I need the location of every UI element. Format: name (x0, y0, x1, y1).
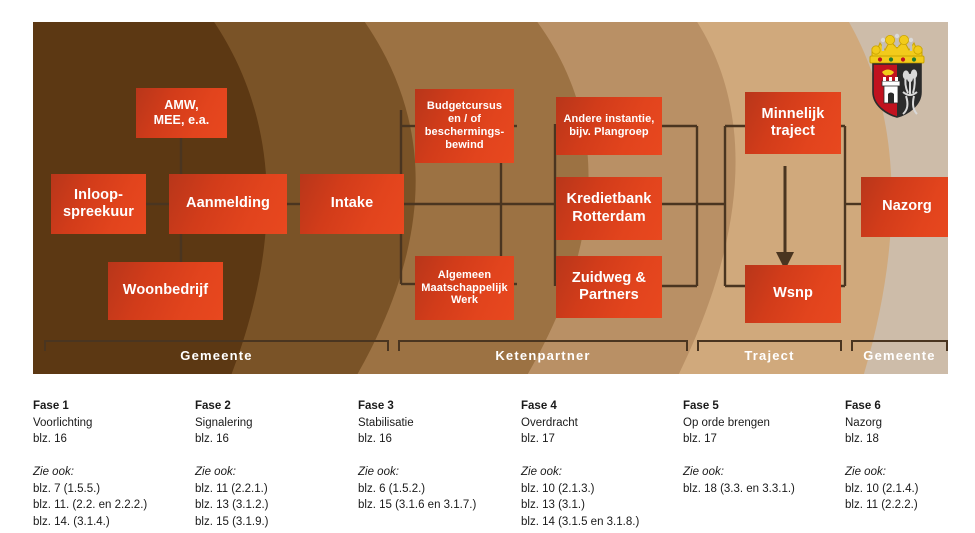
box-label: AMW, MEE, e.a. (153, 98, 210, 127)
phase-name: Overdracht (521, 416, 578, 429)
see-also-label: Zie ook: (683, 466, 724, 478)
phase-ref: blz. 14 (3.1.5 en 3.1.8.) (521, 515, 640, 528)
see-also-label: Zie ook: (33, 466, 74, 478)
bracket-gemeente-2 (851, 340, 948, 351)
phase-ref: blz. 11. (2.2. en 2.2.2.) (33, 499, 148, 511)
box-label: Algemeen Maatschappelijk Werk (421, 268, 508, 307)
phase-title: Fase 3 (358, 400, 394, 412)
box-algemeen-maatschappelijk-werk[interactable]: Algemeen Maatschappelijk Werk (415, 256, 514, 320)
box-aanmelding[interactable]: Aanmelding (169, 174, 287, 234)
box-label: Andere instantie, bijv. Plangroep (563, 113, 655, 138)
phase-title: Fase 4 (521, 400, 557, 412)
box-label: Kredietbank Rotterdam (566, 191, 652, 225)
phase-column-5: Fase 5 Op orde brengen blz. 17 Zie ook: … (683, 398, 848, 497)
phase-title: Fase 2 (195, 400, 231, 412)
group-label-gemeente-2: Gemeente (863, 348, 936, 363)
see-also-label: Zie ook: (845, 466, 886, 478)
phase-ref: blz. 13 (3.1.) (521, 499, 585, 511)
phase-ref: blz. 6 (1.5.2.) (358, 482, 426, 495)
box-nazorg[interactable]: Nazorg (861, 177, 948, 237)
box-label: Budgetcursus en / of beschermings- bewin… (424, 100, 505, 151)
box-label: Aanmelding (186, 195, 270, 212)
box-amw-mee[interactable]: AMW, MEE, e.a. (136, 88, 227, 138)
group-label-ketenpartner: Ketenpartner (495, 348, 591, 363)
phase-column-2: Fase 2 Signalering blz. 16 Zie ook: blz.… (195, 398, 350, 530)
phase-ref: blz. 18 (3.3. en 3.3.1.) (683, 482, 795, 495)
phase-column-4: Fase 4 Overdracht blz. 17 Zie ook: blz. … (521, 398, 686, 530)
phase-ref: blz. 10 (2.1.3.) (521, 482, 595, 495)
phase-page: blz. 18 (845, 433, 879, 445)
phase-legend: Fase 1 Voorlichting blz. 16 Zie ook: blz… (0, 398, 975, 533)
phase-ref: blz. 14. (3.1.4.) (33, 515, 110, 528)
phase-ref: blz. 7 (1.5.5.) (33, 482, 101, 495)
box-label: Woonbedrijf (122, 282, 209, 299)
phase-page: blz. 17 (521, 433, 555, 445)
box-inloopspreekuur[interactable]: Inloop- spreekuur (51, 174, 146, 234)
box-intake[interactable]: Intake (300, 174, 404, 234)
phase-ref: blz. 15 (3.1.6 en 3.1.7.) (358, 499, 477, 511)
phase-name: Voorlichting (33, 416, 93, 429)
coat-of-arms-icon (869, 33, 925, 118)
box-woonbedrijf[interactable]: Woonbedrijf (108, 262, 223, 320)
phase-column-1: Fase 1 Voorlichting blz. 16 Zie ook: blz… (33, 398, 193, 530)
phase-page: blz. 17 (683, 433, 717, 445)
box-label: Wsnp (773, 285, 813, 302)
phase-ref: blz. 13 (3.1.2.) (195, 499, 269, 511)
box-label: Zuidweg & Partners (571, 269, 647, 303)
box-zuidweg-partners[interactable]: Zuidweg & Partners (556, 256, 662, 318)
phase-ref: blz. 11 (2.2.2.) (845, 499, 918, 511)
bracket-gemeente-1 (44, 340, 389, 351)
group-label-traject: Traject (744, 348, 795, 363)
phase-ref: blz. 11 (2.2.1.) (195, 482, 268, 495)
phase-name: Signalering (195, 416, 253, 429)
phase-title: Fase 1 (33, 400, 69, 412)
phase-title: Fase 5 (683, 400, 719, 412)
phase-name: Op orde brengen (683, 416, 770, 429)
see-also-label: Zie ook: (521, 466, 562, 478)
box-minnelijk-traject[interactable]: Minnelijk traject (745, 92, 841, 154)
box-kredietbank-rotterdam[interactable]: Kredietbank Rotterdam (556, 177, 662, 240)
phase-title: Fase 6 (845, 400, 881, 412)
group-label-gemeente-1: Gemeente (180, 348, 253, 363)
phase-column-6: Fase 6 Nazorg blz. 18 Zie ook: blz. 10 (… (845, 398, 975, 514)
box-andere-instantie[interactable]: Andere instantie, bijv. Plangroep (556, 97, 662, 155)
phase-page: blz. 16 (195, 433, 229, 445)
box-label: Intake (330, 195, 374, 212)
process-diagram-banner: AMW, MEE, e.a. Inloop- spreekuur Aanmeld… (33, 22, 948, 374)
see-also-label: Zie ook: (358, 466, 399, 478)
box-label: Nazorg (882, 198, 932, 215)
box-wsnp[interactable]: Wsnp (745, 265, 841, 323)
see-also-label: Zie ook: (195, 466, 236, 478)
phase-page: blz. 16 (33, 433, 67, 445)
phase-ref: blz. 10 (2.1.4.) (845, 482, 919, 495)
box-label: Minnelijk traject (761, 105, 825, 139)
phase-name: Stabilisatie (358, 416, 414, 429)
box-budgetcursus-beschermingsbewind[interactable]: Budgetcursus en / of beschermings- bewin… (415, 89, 514, 163)
phase-page: blz. 16 (358, 433, 392, 445)
phase-ref: blz. 15 (3.1.9.) (195, 515, 269, 528)
box-label: Inloop- spreekuur (62, 186, 134, 220)
phase-column-3: Fase 3 Stabilisatie blz. 16 Zie ook: blz… (358, 398, 518, 514)
phase-name: Nazorg (845, 416, 883, 429)
bracket-ketenpartner (398, 340, 688, 351)
bracket-traject (697, 340, 842, 351)
